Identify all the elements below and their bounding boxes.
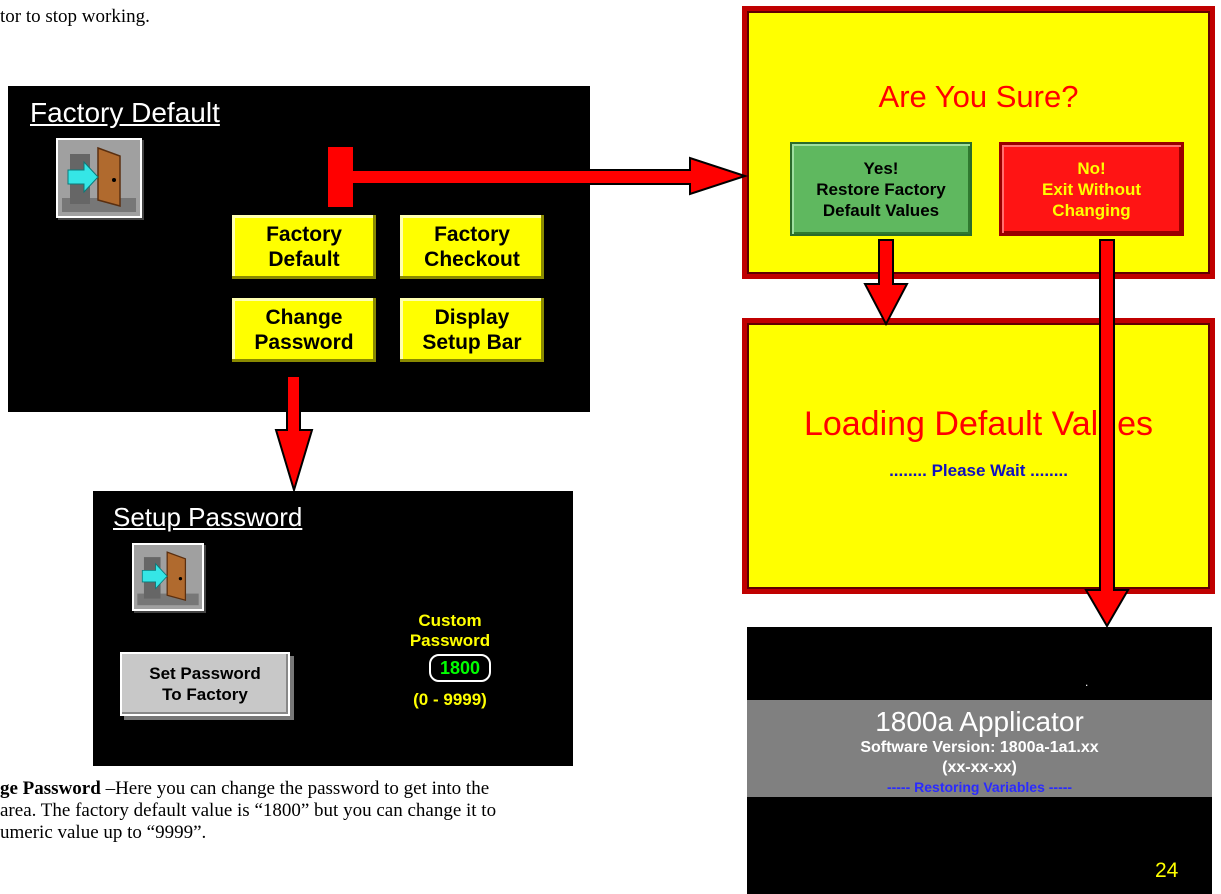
loading-subtitle: ........ Please Wait ........	[889, 461, 1068, 480]
screen-title: Factory Default	[30, 97, 220, 128]
password-value-field[interactable]: 1800	[429, 654, 491, 682]
setup-password-screen: Setup Password Set Password To Factory C…	[93, 491, 573, 766]
confirm-screen: Are You Sure? Yes! Restore Factory Defau…	[742, 6, 1215, 279]
exit-door-icon[interactable]	[132, 543, 204, 611]
document-bold-heading: ge Password	[0, 778, 101, 799]
startup-dot: .	[1085, 675, 1089, 689]
custom-password-label: Custom Password	[409, 611, 491, 650]
factory-default-screen: Factory Default Factory Default Factory …	[8, 86, 590, 412]
factory-checkout-button[interactable]: Factory Checkout	[397, 212, 547, 282]
confirm-title: Are You Sure?	[878, 79, 1079, 114]
version-date: (xx-xx-xx)	[942, 759, 1017, 776]
change-password-button[interactable]: Change Password	[229, 295, 379, 365]
factory-default-button[interactable]: Factory Default	[229, 212, 379, 282]
loading-screen: Loading Default Values ........ Please W…	[742, 318, 1215, 594]
exit-door-icon[interactable]	[56, 138, 142, 218]
yes-restore-button[interactable]: Yes! Restore Factory Default Values	[790, 142, 972, 236]
set-password-to-factory-button[interactable]: Set Password To Factory	[120, 652, 290, 716]
version-band: 1800a Applicator Software Version: 1800a…	[747, 700, 1212, 797]
application-name: 1800a Applicator	[875, 706, 1084, 737]
loading-title: Loading Default Values	[803, 405, 1154, 443]
password-range-label: (0 - 9999)	[413, 690, 487, 709]
startup-screen: . 1800a Applicator Software Version: 180…	[747, 627, 1212, 894]
document-bottom-paragraph: ge Password –Here you can change the pas…	[0, 778, 497, 843]
restoring-status: ----- Restoring Variables -----	[886, 779, 1073, 795]
arrow-to-confirm	[326, 145, 749, 209]
screen-title: Setup Password	[113, 502, 303, 532]
arrow-to-password	[274, 375, 314, 494]
arrow-to-loading	[863, 239, 909, 327]
document-top-text: tor to stop working.	[0, 6, 150, 27]
page-number: 24	[1155, 859, 1179, 882]
display-setup-bar-button[interactable]: Display Setup Bar	[397, 295, 547, 365]
arrow-to-startup	[1084, 239, 1130, 628]
software-version: Software Version: 1800a-1a1.xx	[860, 739, 1099, 756]
no-exit-button[interactable]: No! Exit Without Changing	[999, 142, 1184, 236]
